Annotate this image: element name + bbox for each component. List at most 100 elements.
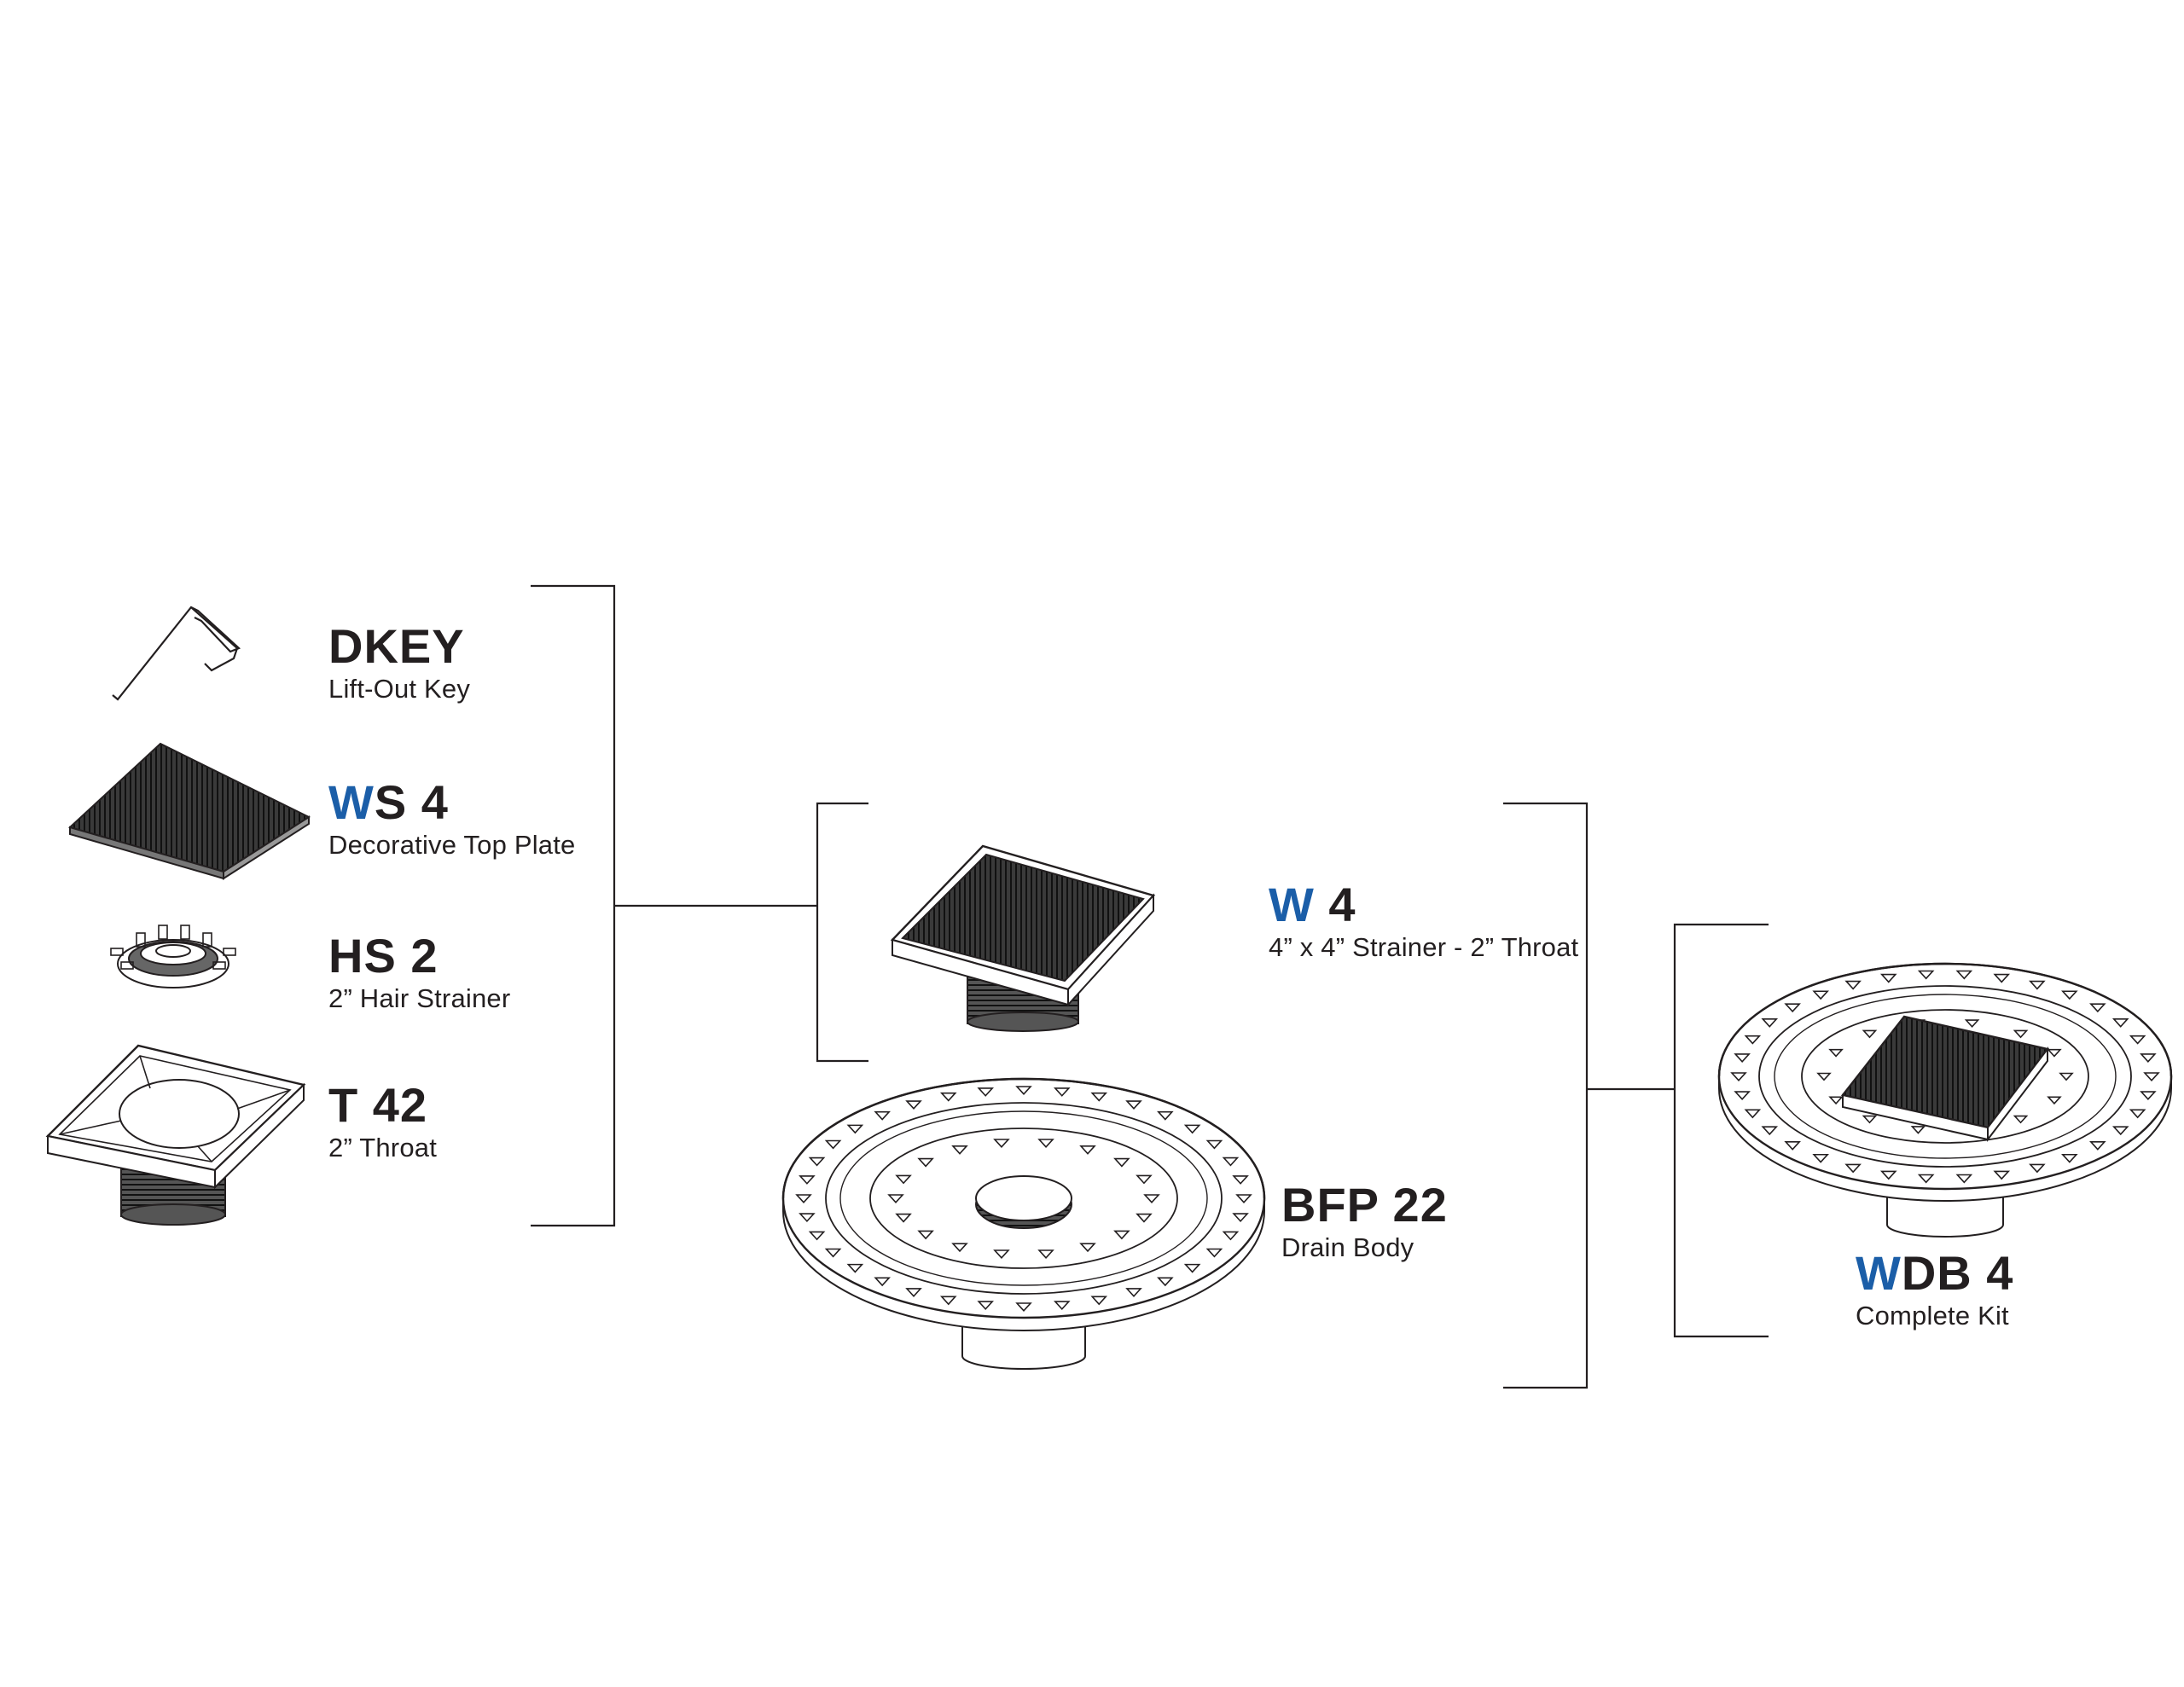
part-hs2-label: HS 2 2” Hair Strainer <box>328 932 510 1012</box>
part-description: Lift-Out Key <box>328 674 471 704</box>
flange-tooth <box>1222 1157 1240 1167</box>
flange-tooth <box>1910 1126 1926 1134</box>
flange-tooth <box>1222 1231 1240 1241</box>
flange-tooth <box>1157 1277 1174 1287</box>
flange-tooth <box>951 1145 968 1155</box>
flange-tooth <box>895 1174 912 1185</box>
flange-tooth <box>1143 1194 1160 1203</box>
flange-tooth <box>1232 1175 1249 1185</box>
flange-tooth <box>808 1157 826 1167</box>
flange-tooth <box>1136 1213 1153 1223</box>
part-description: 2” Throat <box>328 1133 438 1162</box>
flange-tooth <box>1784 1141 1801 1151</box>
part-code: W 4 <box>1269 878 1356 931</box>
part-description: 4” x 4” Strainer - 2” Throat <box>1269 932 1579 962</box>
flange-tooth <box>2129 1035 2146 1045</box>
flange-tooth <box>1844 1163 1862 1174</box>
flange-tooth <box>2140 1053 2157 1063</box>
flange-tooth <box>2013 1115 2029 1124</box>
flange-tooth <box>1734 1053 1751 1063</box>
part-dkey-label: DKEY Lift-Out Key <box>328 623 471 704</box>
flange-tooth <box>1955 970 1973 980</box>
flange-tooth <box>824 1139 842 1150</box>
flange-tooth <box>2143 1072 2160 1081</box>
flange-tooth <box>951 1243 968 1253</box>
flange-tooth <box>2140 1091 2157 1101</box>
flange-tooth <box>1205 1248 1223 1258</box>
flange-tooth <box>1125 1288 1142 1297</box>
flange-tooth <box>905 1288 922 1297</box>
flange-tooth <box>1090 1296 1108 1306</box>
part-ws4-label: WS 4 Decorative Top Plate <box>328 775 575 859</box>
flange-tooth <box>1744 1035 1762 1045</box>
flange-tooth <box>1232 1213 1249 1223</box>
flange-tooth <box>808 1231 826 1241</box>
part-w4-label: W 4 4” x 4” Strainer - 2” Throat <box>1269 878 1579 962</box>
flange-tooth <box>1862 1029 1878 1039</box>
flange-tooth <box>1015 1302 1032 1312</box>
flange-tooth <box>1879 973 1897 983</box>
complete-kit-icon <box>1717 962 2173 1238</box>
flange-tooth <box>939 1092 957 1102</box>
flange-tooth <box>2089 1003 2106 1013</box>
flange-tooth <box>1730 1072 1747 1081</box>
flange-tooth <box>1879 1170 1897 1180</box>
flange-tooth <box>1844 980 1862 990</box>
flange-tooth <box>1917 970 1935 980</box>
flange-tooth <box>1113 1230 1130 1240</box>
flange-tooth <box>2129 1109 2146 1119</box>
flange-tooth <box>905 1100 922 1110</box>
flange-tooth <box>1917 1174 1935 1184</box>
flange-tooth <box>846 1124 864 1134</box>
flange-tooth <box>846 1263 864 1273</box>
bracket-components <box>531 584 817 1227</box>
flange-tooth <box>917 1230 934 1240</box>
flange-tooth <box>977 1301 995 1311</box>
part-code: T 42 <box>328 1078 428 1132</box>
flange-tooth <box>1734 1091 1751 1101</box>
flange-tooth <box>1113 1157 1130 1168</box>
part-bfp22-label: BFP 22 Drain Body <box>1281 1181 1448 1261</box>
flange-tooth <box>2089 1141 2106 1151</box>
part-t42-label: T 42 2” Throat <box>328 1078 438 1162</box>
flange-tooth <box>1136 1174 1153 1185</box>
flange-tooth <box>1862 1115 1878 1124</box>
flange-tooth <box>939 1296 957 1306</box>
flange-tooth <box>2061 990 2078 1000</box>
flange-tooth <box>895 1213 912 1223</box>
flange-tooth <box>1828 1048 1844 1058</box>
drain-body-icon <box>781 1077 1266 1370</box>
flange-tooth <box>1090 1092 1108 1102</box>
flange-tooth <box>993 1249 1010 1259</box>
flange-tooth <box>824 1248 842 1258</box>
flange-tooth <box>1993 973 2011 983</box>
part-wdb4-label: WDB 4 Complete Kit <box>1856 1246 2014 1330</box>
flange-tooth <box>977 1087 995 1097</box>
flange-tooth <box>2061 1153 2078 1163</box>
flange-tooth <box>1125 1100 1142 1110</box>
bracket-subassembly <box>1503 802 1675 1389</box>
flange-tooth <box>874 1277 891 1287</box>
flange-tooth <box>799 1213 816 1223</box>
flange-tooth <box>2111 1018 2129 1028</box>
part-code: HS 2 <box>328 929 439 983</box>
part-description: Complete Kit <box>1856 1301 2009 1330</box>
flange-tooth <box>917 1157 934 1168</box>
part-code: WDB 4 <box>1856 1246 2014 1300</box>
part-description: 2” Hair Strainer <box>328 983 511 1013</box>
throat-icon <box>45 1044 306 1226</box>
part-code: BFP 22 <box>1281 1178 1448 1232</box>
flange-tooth <box>1955 1174 1973 1184</box>
bracket-complete-kit <box>1673 923 1769 1338</box>
flange-tooth <box>1205 1139 1223 1150</box>
flange-tooth <box>1235 1194 1252 1203</box>
hair-strainer-icon <box>110 925 236 988</box>
flange-tooth <box>799 1175 816 1185</box>
flange-tooth <box>1183 1263 1201 1273</box>
flange-tooth <box>1964 1019 1980 1028</box>
flange-tooth <box>2047 1096 2062 1105</box>
grate-plate-icon <box>68 742 311 880</box>
part-code: WS 4 <box>328 775 449 829</box>
flange-tooth <box>993 1139 1010 1148</box>
flange-tooth <box>1812 1153 1829 1163</box>
